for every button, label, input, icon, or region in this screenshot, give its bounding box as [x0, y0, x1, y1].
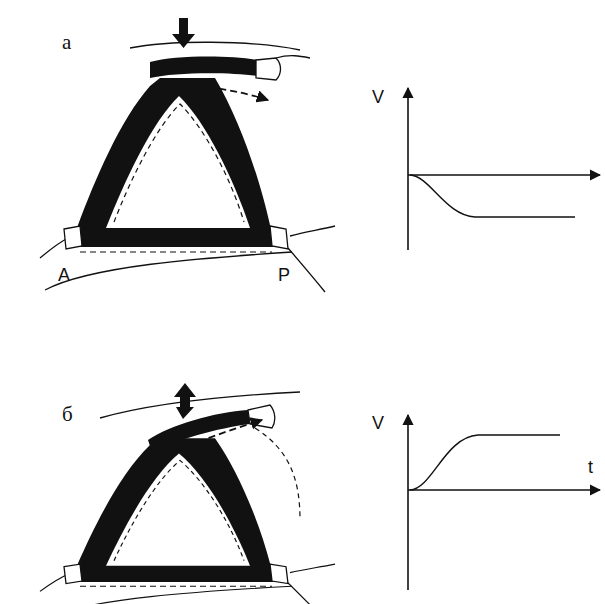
top-plate — [130, 18, 310, 100]
panel-letter: б — [62, 404, 73, 425]
axis-label: V — [372, 414, 384, 432]
arch-bone — [40, 438, 335, 604]
arch-bone — [40, 78, 335, 292]
axis-label: V — [372, 88, 384, 106]
point-label: A — [58, 266, 70, 284]
axis-label: t — [588, 458, 593, 476]
panel-letter: а — [62, 32, 71, 53]
graph — [408, 88, 600, 250]
top-plate-raised — [100, 383, 300, 520]
graph — [408, 415, 600, 590]
point-label: P — [278, 266, 290, 284]
